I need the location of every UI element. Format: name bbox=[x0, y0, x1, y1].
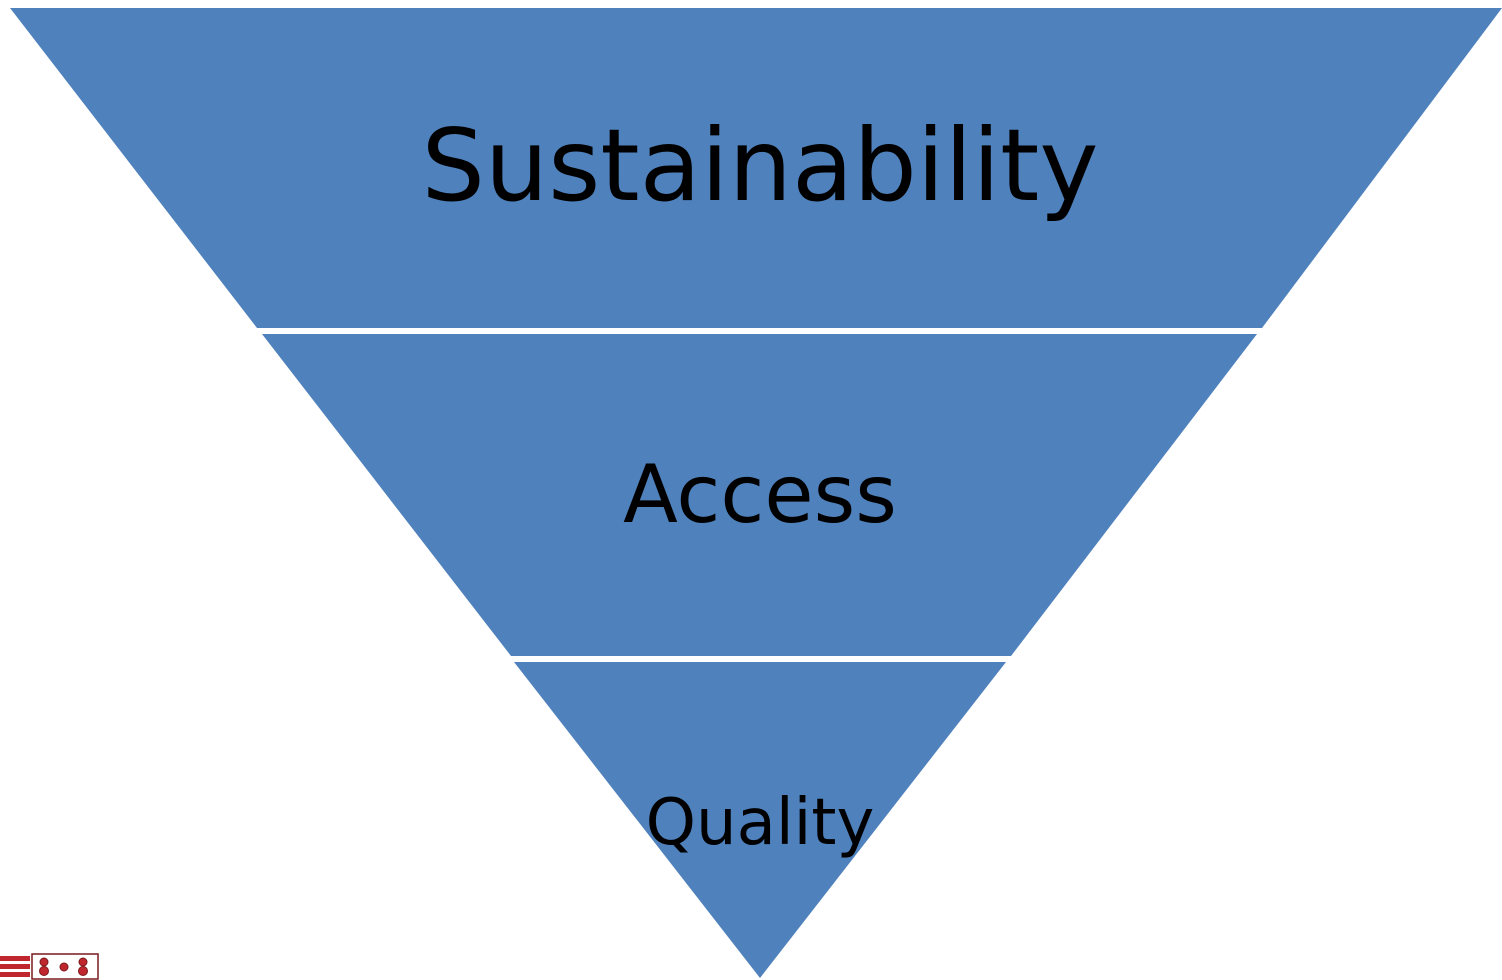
pyramid-label-sustainability: Sustainability bbox=[421, 107, 1098, 224]
pyramid-label-quality: Quality bbox=[646, 786, 875, 860]
pyramid-label-access: Access bbox=[623, 448, 897, 541]
pyramid-level-sustainability bbox=[10, 8, 1502, 328]
pyramid-level-access bbox=[262, 334, 1257, 656]
pyramid-level-quality bbox=[514, 662, 1006, 978]
institution-logo-icon bbox=[0, 953, 99, 980]
